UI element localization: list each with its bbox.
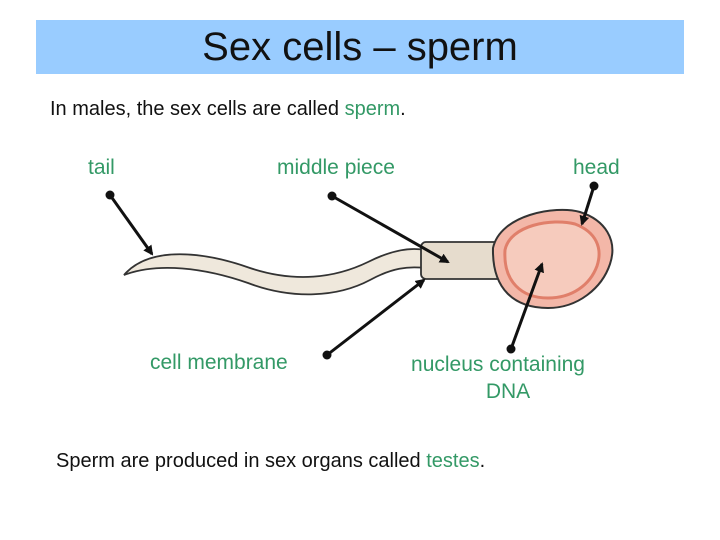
title-bar: Sex cells – sperm: [36, 20, 684, 74]
footer-before: Sperm are produced in sex organs called: [56, 450, 427, 472]
label-tail: tail: [88, 156, 115, 179]
footer-text: Sperm are produced in sex organs called …: [56, 450, 485, 473]
footer-keyword: testes: [426, 450, 480, 472]
intro-after: .: [400, 98, 406, 120]
pointer-tail: [105, 190, 154, 256]
pointer-nucleus: [506, 262, 544, 354]
label-nucleus: nucleus containing DNA: [388, 351, 608, 405]
label-nucleus-line1: nucleus containing: [411, 353, 585, 376]
intro-before: In males, the sex cells are called: [50, 98, 345, 120]
label-cell-membrane: cell membrane: [150, 351, 288, 374]
intro-keyword: sperm: [344, 98, 401, 120]
sperm-nucleus: [503, 220, 601, 300]
intro-text: In males, the sex cells are called sperm…: [50, 98, 406, 121]
label-nucleus-line2: DNA: [485, 380, 531, 403]
label-middle-piece: middle piece: [277, 156, 395, 179]
page-title: Sex cells – sperm: [202, 24, 518, 69]
sperm-tail: [123, 248, 426, 296]
label-head: head: [573, 156, 620, 179]
pointer-cell-membrane: [322, 278, 426, 360]
footer-after: .: [479, 450, 486, 472]
pointer-head: [579, 181, 599, 226]
pointer-middle-piece: [327, 191, 450, 264]
